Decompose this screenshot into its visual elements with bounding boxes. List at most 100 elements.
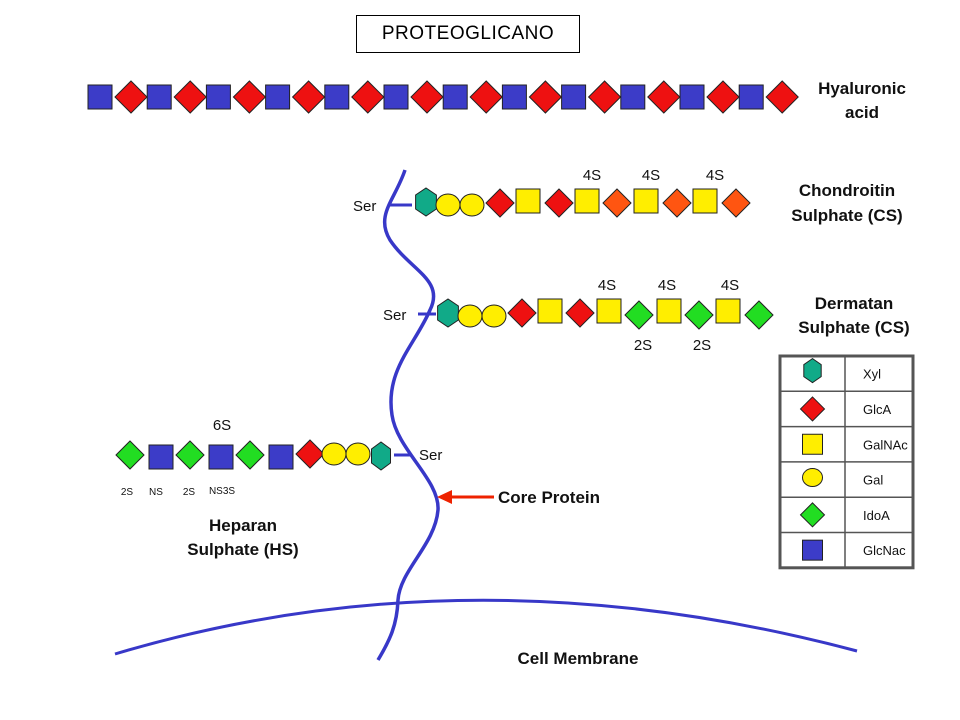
hs-sulfation-ns: NS — [149, 487, 163, 498]
idoa-diamond — [684, 300, 714, 330]
xyl-hexagon — [437, 298, 459, 328]
glcnac-square — [383, 84, 409, 110]
gal-ellipse — [321, 442, 347, 466]
glcnac-square — [561, 84, 587, 110]
xyl-hexagon — [415, 187, 437, 217]
cs-ser-label: Ser — [353, 198, 376, 215]
hs-sulfation-6s: 6S — [213, 417, 231, 434]
legend-label-gal: Gal — [863, 473, 883, 488]
idoa-diamond — [115, 440, 145, 470]
ds-sulfation-4s: 4S — [658, 277, 676, 294]
legend-glca-diamond — [799, 396, 826, 422]
cs-sulfation-4s: 4S — [583, 167, 601, 184]
idoa-diamond — [744, 300, 774, 330]
gal-ellipse — [457, 304, 483, 328]
glcnac-square — [208, 444, 234, 470]
glca-diamond — [114, 80, 148, 114]
ds-sulfation-4s: 4S — [721, 277, 739, 294]
galnac-square — [633, 188, 659, 214]
galnac-square — [715, 298, 741, 324]
hs-label-line2: Sulphate (HS) — [187, 540, 298, 559]
glcnac-square — [87, 84, 113, 110]
glca-diamond — [662, 188, 692, 218]
ds-label-line1: Dermatan — [815, 294, 893, 313]
idoa-diamond — [624, 300, 654, 330]
legend-xyl-hexagon — [803, 357, 822, 384]
galnac-square — [537, 298, 563, 324]
hs-ser-label: Ser — [419, 447, 442, 464]
hyaluronic-acid-chain — [87, 80, 799, 114]
legend-idoa-diamond — [799, 502, 826, 528]
glca-diamond — [544, 188, 574, 218]
core-protein-arrowhead — [437, 490, 452, 504]
chondroitin-sulphate-chain — [415, 187, 751, 218]
cs-sulfation-4s: 4S — [642, 167, 660, 184]
glcnac-square — [146, 84, 172, 110]
legend-label-idoa: IdoA — [863, 508, 890, 523]
legend-label-xyl: Xyl — [863, 367, 881, 382]
hs-sulfation-2s: 2S — [183, 487, 196, 498]
glcnac-square — [442, 84, 468, 110]
ds-sulfation-2s: 2S — [634, 337, 652, 354]
glcnac-square — [738, 84, 764, 110]
glca-diamond — [485, 188, 515, 218]
gal-ellipse — [345, 442, 371, 466]
glcnac-square — [205, 84, 231, 110]
glca-diamond — [232, 80, 267, 114]
cs-sulfation-4s: 4S — [706, 167, 724, 184]
cell-membrane-label: Cell Membrane — [518, 649, 639, 668]
gal-ellipse — [435, 193, 461, 217]
dermatan-sulphate-chain — [437, 298, 774, 330]
idoa-diamond — [175, 440, 205, 470]
glcnac-square — [268, 444, 294, 470]
diagram-title: PROTEOGLICANO — [356, 15, 580, 53]
legend-gal-ellipse — [802, 468, 823, 488]
galnac-square — [692, 188, 718, 214]
hs-label-line1: Heparan — [209, 516, 277, 535]
glca-diamond — [507, 298, 537, 328]
galnac-square — [574, 188, 600, 214]
glca-diamond — [351, 80, 385, 114]
glca-diamond — [587, 80, 622, 114]
xyl-hexagon — [371, 441, 391, 471]
glca-diamond — [295, 439, 325, 469]
core-protein-line — [376, 169, 440, 661]
idoa-diamond — [235, 440, 265, 470]
cs-label-line1: Chondroitin — [799, 181, 895, 200]
glca-diamond — [721, 188, 751, 218]
heparan-sulphate-chain — [115, 439, 391, 471]
glca-diamond — [469, 80, 503, 114]
glca-diamond — [528, 80, 563, 114]
galnac-square — [515, 188, 541, 214]
glca-diamond — [410, 80, 444, 114]
glcnac-square — [148, 444, 174, 470]
glcnac-square — [265, 84, 291, 110]
cs-label-line2: Sulphate (CS) — [791, 206, 902, 225]
hs-sulfation-2s: 2S — [121, 487, 134, 498]
glca-diamond — [765, 80, 799, 114]
galnac-square — [596, 298, 622, 324]
gal-ellipse — [459, 193, 485, 217]
ds-sulfation-4s: 4S — [598, 277, 616, 294]
core-protein-label: Core Protein — [498, 488, 600, 507]
glca-diamond — [706, 80, 740, 114]
legend-label-glca: GlcA — [863, 402, 892, 417]
galnac-square — [656, 298, 682, 324]
ds-sulfation-2s: 2S — [693, 337, 711, 354]
legend-galnac-square — [802, 433, 823, 455]
ds-ser-label: Ser — [383, 307, 406, 324]
glca-diamond — [291, 80, 326, 114]
hs-sulfation-ns3s: NS3S — [209, 486, 235, 497]
legend-label-glcnac: GlcNac — [863, 543, 906, 558]
gal-ellipse — [481, 304, 507, 328]
cell-membrane-line — [114, 598, 858, 656]
glca-diamond — [602, 188, 632, 218]
glca-diamond — [173, 80, 207, 114]
glcnac-square — [501, 84, 527, 110]
ha-label-line2: acid — [845, 103, 879, 122]
legend-label-galnac: GalNAc — [863, 437, 908, 452]
ha-label-line1: Hyaluronic — [818, 79, 906, 98]
